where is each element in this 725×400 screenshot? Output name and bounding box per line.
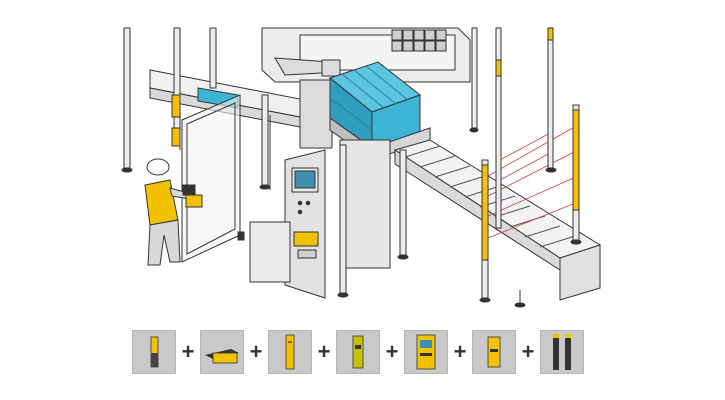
- light-curtain-icon: [553, 334, 571, 370]
- post-sensors: [171, 27, 580, 261]
- product-row: + + + + + +: [132, 330, 584, 374]
- door-sensor-icon: [487, 336, 501, 368]
- robot-arm: [274, 57, 341, 149]
- product-tile-safety-relay: [404, 330, 448, 374]
- coded-sensor-icon: [285, 334, 295, 370]
- pallet-load: [328, 61, 431, 161]
- safety-door: [181, 94, 245, 263]
- product-tile-light-curtain: [540, 330, 584, 374]
- emergency-stop-sensor-icon: [352, 335, 364, 369]
- product-tile-safety-switch: [132, 330, 176, 374]
- control-cabinet: [249, 149, 326, 299]
- product-tile-coded-sensor: [268, 330, 312, 374]
- plus-separator: +: [521, 339, 535, 364]
- product-tile-bolt-lock: [200, 330, 244, 374]
- post-feet: [121, 127, 582, 303]
- plus-separator: +: [453, 339, 467, 364]
- safety-switch-icon: [150, 336, 159, 368]
- light-curtain-beams: [487, 124, 579, 239]
- plus-separator: +: [181, 339, 195, 364]
- product-tile-door-sensor: [472, 330, 516, 374]
- machine-illustration: [121, 27, 602, 308]
- product-tile-emergency-stop-sensor: [336, 330, 380, 374]
- central-column: [339, 139, 391, 269]
- plus-separator: +: [317, 339, 331, 364]
- package-stack: [391, 29, 447, 52]
- plus-separator: +: [249, 339, 263, 364]
- bolt-lock-icon: [205, 349, 239, 364]
- plus-separator: +: [385, 339, 399, 364]
- worker-figure: [144, 158, 203, 266]
- safety-relay-icon: [416, 334, 436, 370]
